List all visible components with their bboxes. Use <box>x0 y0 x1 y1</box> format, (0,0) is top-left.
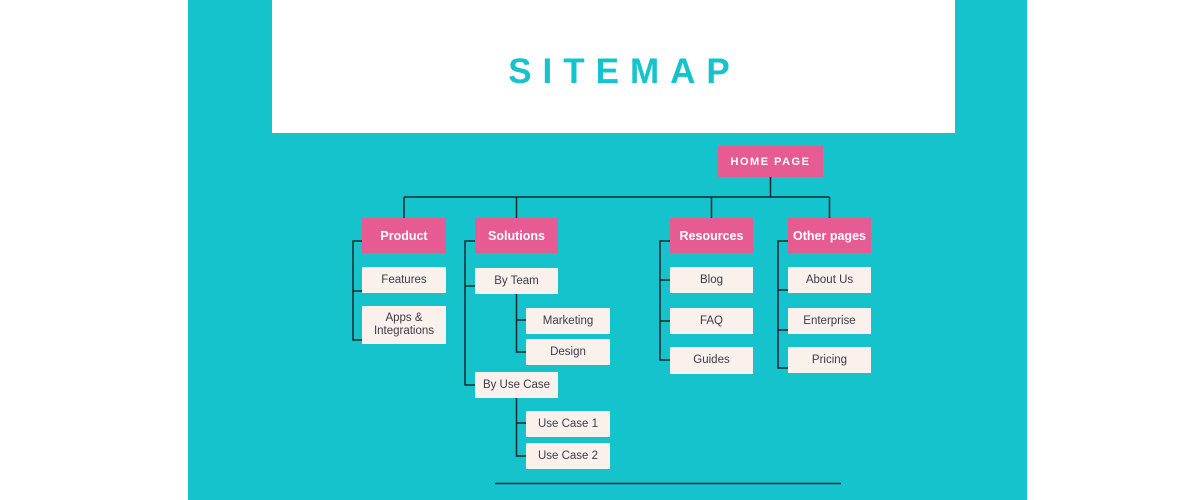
node-home-page: HOME PAGE <box>718 146 823 177</box>
node-other-pages: Other pages <box>788 218 871 253</box>
node-guides: Guides <box>670 347 753 374</box>
node-features: Features <box>362 267 446 293</box>
node-about-us: About Us <box>788 267 871 293</box>
node-marketing: Marketing <box>526 308 610 334</box>
node-solutions: Solutions <box>475 218 558 253</box>
node-enterprise: Enterprise <box>788 308 871 334</box>
node-design: Design <box>526 339 610 365</box>
node-faq: FAQ <box>670 308 753 334</box>
node-product: Product <box>362 218 446 253</box>
node-by-team: By Team <box>475 268 558 294</box>
header-band: SITEMAP <box>272 0 955 133</box>
node-use-case-2: Use Case 2 <box>526 443 610 469</box>
node-use-case-1: Use Case 1 <box>526 411 610 437</box>
node-resources: Resources <box>670 218 753 253</box>
page-title: SITEMAP <box>508 51 741 91</box>
node-apps-integrations: Apps & Integrations <box>362 306 446 344</box>
node-by-use-case: By Use Case <box>475 372 558 398</box>
node-blog: Blog <box>670 267 753 293</box>
node-pricing: Pricing <box>788 347 871 373</box>
